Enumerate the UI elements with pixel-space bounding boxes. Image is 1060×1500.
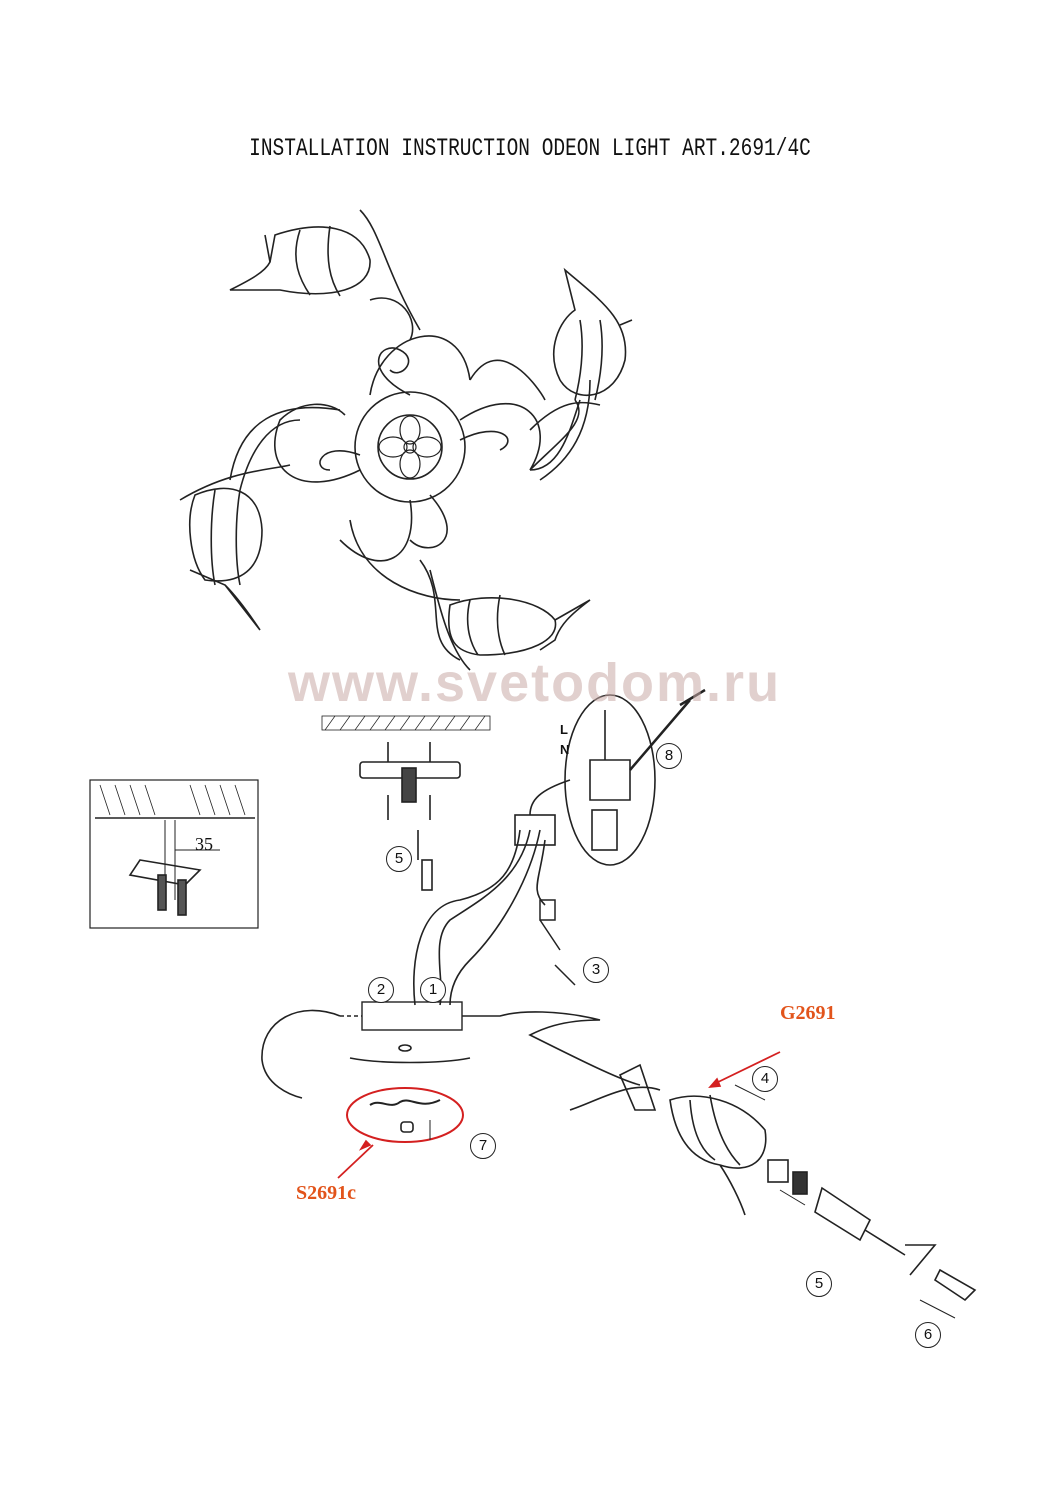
step-5-socket: 5: [806, 1271, 832, 1297]
inset-dimension: 35: [195, 834, 213, 854]
part-label-g2691: G2691: [780, 1002, 836, 1024]
step-5-bracket: 5: [386, 846, 412, 872]
terminal-label-live: L: [560, 722, 568, 737]
terminal-label-neutral: N: [560, 742, 570, 757]
page-title: INSTALLATION INSTRUCTION ODEON LIGHT ART…: [249, 134, 811, 163]
chandelier-top-view: [179, 209, 633, 671]
part-label-s2691c: S2691c: [296, 1182, 356, 1204]
step-8: 8: [656, 743, 682, 769]
step-7: 7: [470, 1133, 496, 1159]
step-2: 2: [368, 977, 394, 1003]
step-6: 6: [915, 1322, 941, 1348]
step-3: 3: [583, 957, 609, 983]
watermark: www.svetodom.ru: [288, 653, 782, 713]
step-4: 4: [752, 1066, 778, 1092]
step-1: 1: [420, 977, 446, 1003]
